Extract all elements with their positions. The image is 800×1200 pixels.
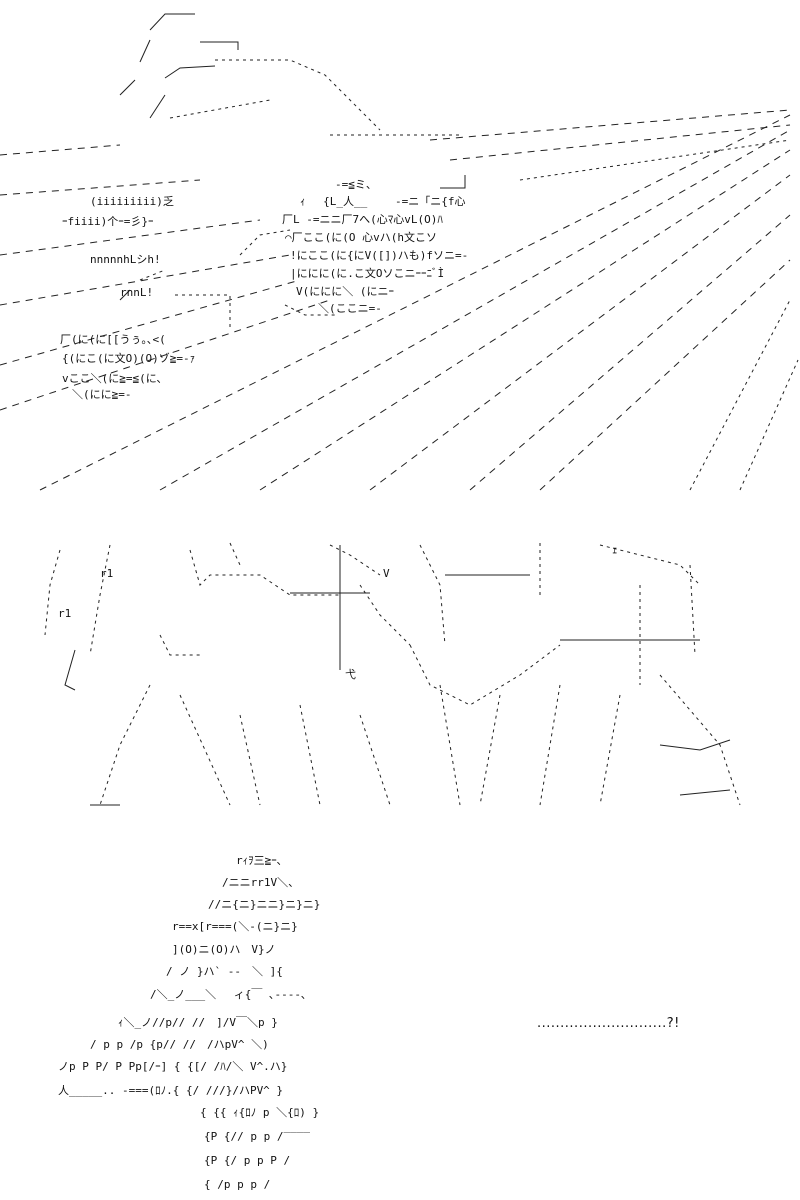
svg-text:r==x[r===(＼-(ニ}ニ}: r==x[r===(＼-(ニ}ニ}: [172, 920, 298, 933]
svg-text:⌒厂ここ(に(O 心vハ(h文こソ: ⌒厂ここ(に(O 心vハ(h文こソ: [285, 230, 437, 244]
svg-text:](O)ニ(O)ハ V}ノ: ](O)ニ(O)ハ V}ノ: [172, 943, 276, 956]
svg-text:(iiiiiiiii)乏: (iiiiiiiii)乏: [90, 195, 174, 208]
svg-text:-=≦ミ、: -=≦ミ、: [335, 178, 377, 191]
svg-text:ｨ＼_ノ//p// // ]/V￣＼p }: ｨ＼_ノ//p// // ]/V￣＼p }: [118, 1015, 278, 1029]
svg-text:rｨｦ三≧ｰ､: rｨｦ三≧ｰ､: [236, 854, 282, 867]
top-panel-art: (iiiiiiiii)乏 ｰfiiii)个ｰ=彡}ｰ nnnnnhLシh! rn…: [0, 13, 799, 491]
svg-text:rnnL!: rnnL!: [120, 286, 153, 299]
svg-text:{P {/ p p P /: {P {/ p p P /: [204, 1154, 290, 1167]
svg-text:ノp P P/ P Pp[/ｰ] { {[/ /ﾊ/＼ V^: ノp P P/ P Pp[/ｰ] { {[/ /ﾊ/＼ V^.ハ}: [58, 1060, 287, 1073]
crowd-labels: ｪ r1 r1 V 弋: [58, 543, 618, 681]
svg-text:vここ＼(に≧=≦(に、: vここ＼(に≧=≦(に、: [62, 372, 167, 385]
svg-text:V: V: [383, 567, 390, 580]
svg-text:＼(にに≧=-: ＼(にに≧=-: [72, 388, 132, 401]
svg-text:{P {// p p /‾‾‾‾: {P {// p p /‾‾‾‾: [204, 1130, 310, 1143]
bottom-panel: rｨｦ三≧ｰ､ /ニニrr1V＼、 //ニ{ニ}ニニ}ニ}ニ} r==x[r==…: [0, 840, 800, 1200]
svg-text:ｪ: ｪ: [612, 543, 618, 556]
middle-panel-art: ｪ r1 r1 V 弋: [44, 542, 741, 806]
bottom-panel-art: rｨｦ三≧ｰ､ /ニニrr1V＼、 //ニ{ニ}ニニ}ニ}ニ} r==x[r==…: [58, 854, 320, 1191]
svg-text:ｰfiiii)个ｰ=彡}ｰ: ｰfiiii)个ｰ=彡}ｰ: [62, 215, 153, 228]
svg-text:厂(に(に[[うぅ｡､<(: 厂(に(に[[うぅ｡､<(: [60, 333, 166, 346]
hat: [119, 13, 466, 189]
svg-text:!にここ(に{にV([])ハも)fソニ=-: !にここ(に{にV([])ハも)fソニ=-: [290, 249, 468, 262]
svg-text:人_____.. -===(ﾛﾉ.{ {/ ///}/ハPV: 人_____.. -===(ﾛﾉ.{ {/ ///}/ハPV^ }: [58, 1084, 283, 1097]
crowd-lines: [44, 542, 741, 806]
svg-text:弋: 弋: [345, 668, 356, 681]
svg-text:＼(ここニ=-: ＼(ここニ=-: [318, 302, 382, 315]
svg-text:/ ノ }ハ` -- ＼ ]{: / ノ }ハ` -- ＼ ]{: [166, 965, 283, 978]
svg-text:nnnnnhLシh!: nnnnnhLシh!: [90, 253, 161, 266]
exclamation-text: ............................?!: [537, 1016, 680, 1031]
face-outline: [119, 229, 335, 330]
left-face-text: (iiiiiiiii)乏 ｰfiiii)个ｰ=彡}ｰ nnnnnhLシh! rn…: [60, 195, 195, 401]
character-text: rｨｦ三≧ｰ､ /ニニrr1V＼、 //ニ{ニ}ニニ}ニ}ニ} r==x[r==…: [58, 854, 320, 1191]
svg-text:V(ににに＼ (にニｰ: V(ににに＼ (にニｰ: [296, 285, 394, 298]
svg-text:厂L -=ニニ厂7へ(心ﾏ心vL(O)ﾊ: 厂L -=ニニ厂7へ(心ﾏ心vL(O)ﾊ: [282, 213, 443, 226]
svg-text:/ p p /p {p// // /ハpV^ ＼): / p p /p {p// // /ハpV^ ＼): [90, 1038, 269, 1051]
svg-text:{(にこ(に文O)(O)ゾ≧=-ｧ: {(にこ(に文O)(O)ゾ≧=-ｧ: [62, 351, 195, 365]
middle-panel: ｪ r1 r1 V 弋: [0, 525, 800, 825]
svg-text://ニ{ニ}ニニ}ニ}ニ}: //ニ{ニ}ニニ}ニ}ニ}: [208, 898, 320, 911]
top-panel: (iiiiiiiii)乏 ｰfiiii)个ｰ=彡}ｰ nnnnnhLシh! rn…: [0, 0, 800, 500]
svg-text:/ニニrr1V＼、: /ニニrr1V＼、: [222, 876, 299, 889]
svg-text:{ /p p p /: { /p p p /: [204, 1178, 270, 1191]
svg-text:r1: r1: [100, 567, 113, 580]
svg-text:/＼_ノ___＼ ィ{￣ ､----､: /＼_ノ___＼ ィ{￣ ､----､: [150, 987, 306, 1001]
svg-text:|ににに(に.こ文OソこニｰｰﾆﾞÌ: |ににに(に.こ文OソこニｰｰﾆﾞÌ: [290, 266, 444, 280]
svg-text:r1: r1: [58, 607, 71, 620]
speed-lines: [0, 109, 799, 491]
svg-text:ｨ {L_人__: ｨ {L_人__: [300, 195, 368, 208]
right-face-text: -=≦ミ、 ｨ {L_人__ -=ニ「ニ{f心 厂L -=ニニ厂7へ(心ﾏ心vL…: [282, 178, 468, 315]
svg-text:-=ニ「ニ{f心: -=ニ「ニ{f心: [395, 195, 466, 208]
svg-text:{ {{ ｨ{ﾛﾉ p ＼{ﾛ) }: { {{ ｨ{ﾛﾉ p ＼{ﾛ) }: [200, 1106, 319, 1119]
